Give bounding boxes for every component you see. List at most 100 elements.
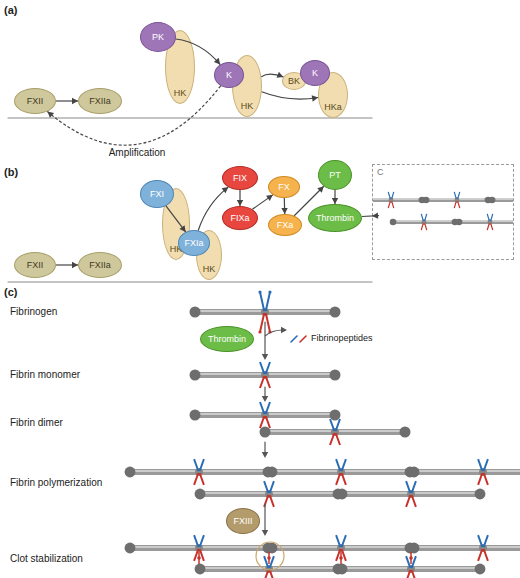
- beta-chain: [330, 434, 340, 445]
- d-domain: [390, 219, 397, 226]
- d-domain: [423, 197, 430, 204]
- panel-label: (b): [4, 166, 18, 178]
- beta-chain: [406, 496, 416, 507]
- protein-oval: K: [300, 60, 330, 86]
- alpha-chain: [264, 481, 274, 492]
- alpha-chain: [260, 402, 270, 413]
- fibrin-rod: [393, 220, 455, 224]
- arrow-head: [222, 187, 229, 193]
- node-label: HK: [241, 102, 254, 111]
- activation-arrow: [252, 195, 272, 209]
- alpha-chain: [260, 362, 270, 373]
- arrow-head: [47, 111, 54, 117]
- protein-oval: FXIa: [178, 230, 210, 256]
- alpha-chain: [388, 192, 394, 198]
- process-arrow: [264, 387, 265, 397]
- alpha-chain: [478, 535, 488, 546]
- alpha-chain: [406, 481, 416, 492]
- arrow-head: [262, 530, 268, 536]
- node-label: FXII: [27, 261, 44, 270]
- protein-oval: Thrombin: [308, 204, 362, 232]
- stage-label: Fibrin polymerization: [10, 477, 102, 488]
- activation-arrow: [56, 262, 78, 268]
- fibrinopeptide-a: [258, 290, 261, 293]
- protein-oval: FXIIa: [78, 252, 122, 278]
- alpha-chain: [194, 459, 204, 470]
- activation-arrow: [332, 190, 338, 204]
- activation-arrow: [362, 212, 379, 218]
- d-domain: [267, 543, 278, 554]
- node-label: HK: [174, 89, 187, 98]
- stage-label: Fibrinopeptides: [311, 333, 373, 343]
- activation-arrow: [261, 72, 283, 78]
- node-label: FXII: [27, 97, 44, 106]
- d-domain: [125, 467, 136, 478]
- fibrin-rod: [426, 198, 488, 202]
- alpha-chain: [330, 419, 340, 430]
- protein-oval: FX: [268, 176, 300, 198]
- d-domain: [190, 307, 201, 318]
- protein-oval: FXI: [140, 180, 174, 208]
- activation-arrow: [281, 198, 287, 214]
- crosslink-dot: [409, 556, 413, 560]
- node-label: PT: [329, 171, 341, 180]
- process-arrow: [264, 322, 265, 355]
- d-domain: [195, 489, 206, 500]
- arrow-head: [262, 354, 268, 360]
- node-label: HK: [203, 265, 216, 274]
- d-domain: [195, 564, 206, 575]
- protein-oval: FXa: [268, 214, 302, 236]
- node-label: C: [377, 168, 384, 177]
- release-arrow: [265, 330, 283, 336]
- surface-line: [8, 281, 372, 282]
- protein-oval: FXII: [14, 252, 56, 278]
- arrow-line: [334, 190, 335, 204]
- arrow-line: [56, 264, 78, 265]
- beta-chain: [406, 571, 416, 578]
- protein-oval: FIX: [222, 166, 258, 190]
- d-domain: [330, 307, 341, 318]
- arrow-head: [266, 195, 273, 201]
- fibrin-rod: [414, 469, 520, 475]
- alpha-chain: [336, 535, 346, 546]
- d-domain: [489, 197, 496, 204]
- beta-chain: [478, 474, 488, 485]
- stage-label: Fibrin monomer: [10, 369, 80, 380]
- fibrin-network: [373, 192, 513, 230]
- stage-label: Fibrin dimer: [10, 417, 63, 428]
- fibrin-clot: [125, 535, 520, 578]
- alpha-chain: [421, 214, 427, 220]
- protein-oval: K: [214, 62, 244, 88]
- node-label: FXa: [277, 221, 294, 230]
- fibrin-rod-highlight: [373, 198, 418, 199]
- d-domain: [456, 219, 463, 226]
- arrow-line: [239, 190, 240, 206]
- crosslink-dot: [339, 556, 343, 560]
- fibrin-rod: [414, 545, 520, 551]
- fibrin-rod-highlight: [418, 470, 520, 471]
- protein-oval: FXIII: [226, 508, 260, 534]
- node-label: FXIIa: [89, 97, 111, 106]
- beta-chain: [421, 224, 427, 230]
- d-domain: [475, 564, 486, 575]
- arrow-head: [262, 396, 268, 402]
- d-domain: [330, 370, 341, 381]
- beta-chain: [478, 550, 488, 561]
- arrow-line: [284, 198, 286, 214]
- panel-label: (c): [4, 286, 17, 298]
- fibrin-rod-highlight: [418, 546, 520, 547]
- d-domain: [330, 410, 341, 421]
- fibrin-rod: [459, 220, 513, 224]
- edge-label: Amplification: [109, 147, 166, 158]
- beta-chain: [454, 202, 460, 208]
- crosslink-dot: [197, 556, 201, 560]
- node-label: HKa: [324, 103, 342, 112]
- arrow-line: [261, 74, 283, 77]
- peptide-mark: [291, 336, 297, 342]
- arrow-line: [56, 100, 78, 101]
- beta-chain: [388, 202, 394, 208]
- alpha-chain: [336, 459, 346, 470]
- node-label: Thrombin: [208, 335, 246, 344]
- alpha-chain: [260, 292, 270, 310]
- node-label: FXIIa: [89, 261, 111, 270]
